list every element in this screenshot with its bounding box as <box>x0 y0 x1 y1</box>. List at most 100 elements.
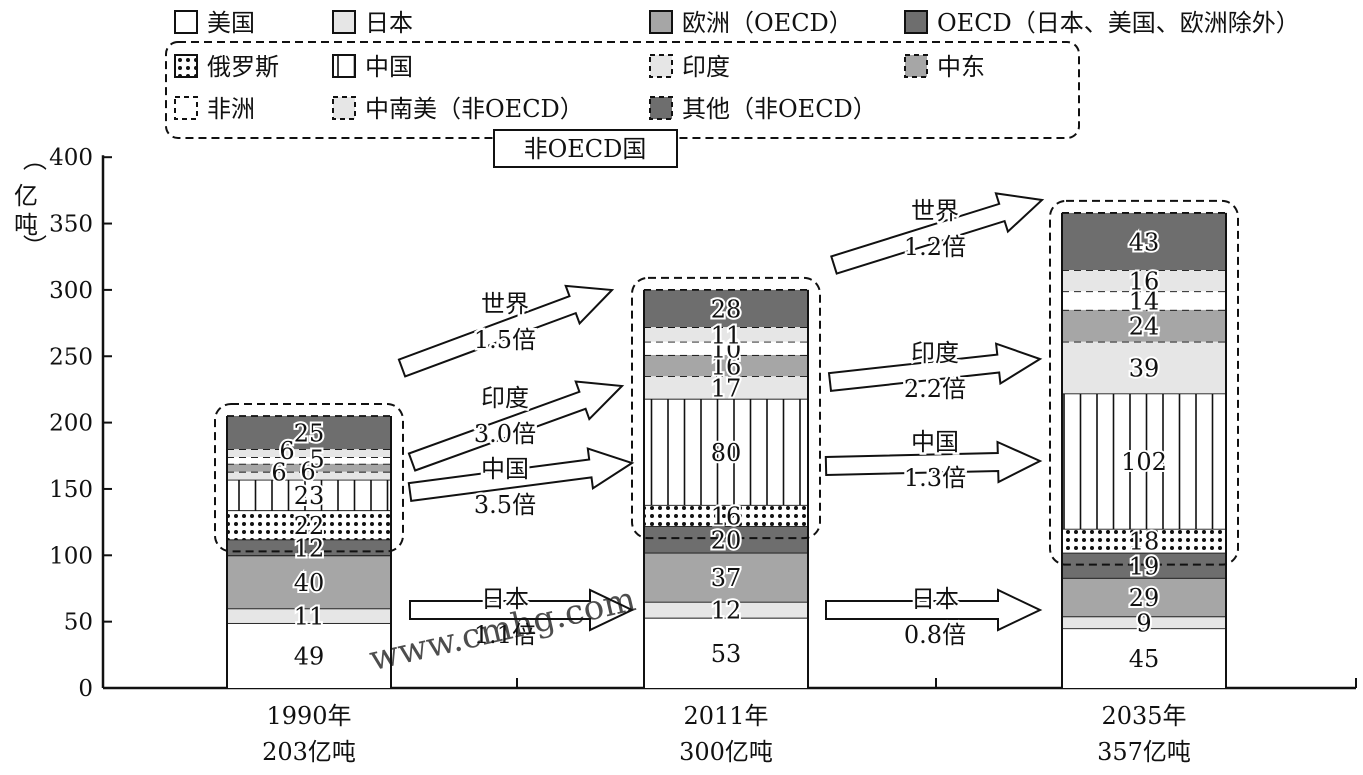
bar-segment <box>1062 269 1226 292</box>
growth-annotation-ratio: 2.2倍 <box>904 375 966 403</box>
growth-arrow <box>830 192 1045 275</box>
bar-value-label: 80 <box>711 439 742 467</box>
bar-segment <box>227 608 391 623</box>
bar-value-label: 49 <box>294 642 325 670</box>
bar-value-label: 19 <box>1129 552 1160 580</box>
y-tick-label: 300 <box>49 278 93 304</box>
growth-annotation-ratio: 3.0倍 <box>474 420 536 448</box>
growth-arrow <box>407 447 635 503</box>
legend-swatch <box>904 10 928 34</box>
legend-swatch <box>904 54 928 78</box>
growth-arrow <box>824 440 1043 484</box>
non-oecd-group-outline <box>1049 199 1239 566</box>
legend-swatch <box>332 10 356 34</box>
bar-segment <box>644 341 808 355</box>
bar-value-label: 17 <box>711 374 742 402</box>
y-tick-label: 200 <box>49 411 93 437</box>
growth-annotation-ratio: 1.1倍 <box>474 621 536 649</box>
bar-value-label: 11 <box>294 603 325 631</box>
legend-swatch <box>649 96 673 120</box>
legend-label: 日本 <box>365 9 413 37</box>
growth-annotation-label: 世界 <box>911 197 959 225</box>
growth-annotation-ratio: 0.8倍 <box>904 621 966 649</box>
bar-value-label: 24 <box>1129 313 1160 341</box>
bar-value-label: 18 <box>1129 528 1160 556</box>
y-axis-label: 吨 <box>14 211 38 239</box>
y-tick-label: 0 <box>78 676 93 702</box>
legend-label: 中南美（非OECD） <box>365 95 584 123</box>
bar-segment <box>644 504 808 527</box>
legend-group-label: 非OECD国 <box>524 135 647 163</box>
bar-value-label: 11 <box>711 321 742 349</box>
bar-segment <box>644 289 808 328</box>
legend-swatch <box>649 10 673 34</box>
bar-value-label: 28 <box>711 295 742 323</box>
bar-value-label: 22 <box>294 512 325 540</box>
y-axis-label: ） <box>20 234 48 258</box>
growth-arrow <box>825 588 1043 632</box>
bar-segment <box>227 510 391 540</box>
bar-segment <box>1062 616 1226 629</box>
legend-swatch <box>332 96 356 120</box>
y-tick-label: 50 <box>64 610 93 636</box>
bar-segment <box>1062 309 1226 342</box>
bar-value-label: 12 <box>294 534 325 562</box>
bar-segment <box>644 617 808 688</box>
growth-arrow <box>407 380 625 472</box>
growth-annotation-ratio: 1.5倍 <box>474 326 536 354</box>
bar-segment <box>227 449 391 458</box>
bar-segment <box>227 479 391 511</box>
bar-value-label: 5 <box>309 446 324 474</box>
bar-value-label: 20 <box>711 526 742 554</box>
legend-label: 印度 <box>682 53 730 81</box>
growth-annotation-label: 印度 <box>481 384 529 412</box>
bar-segment <box>227 415 391 450</box>
legend-swatch <box>649 54 673 78</box>
bar-segment <box>644 327 808 342</box>
legend-label: 俄罗斯 <box>207 53 279 81</box>
growth-annotation-label: 世界 <box>481 290 529 318</box>
y-tick-label: 350 <box>49 212 93 238</box>
bar-segment <box>644 552 808 602</box>
bar-value-label: 53 <box>711 640 742 668</box>
bar-segment <box>644 526 808 553</box>
x-category-label: 2035年 <box>1101 702 1186 730</box>
growth-annotation-label: 中国 <box>911 428 959 456</box>
growth-arrow <box>409 588 635 632</box>
non-oecd-group-outline <box>631 276 821 540</box>
bar-segment <box>227 457 391 464</box>
bar-segment <box>1062 528 1226 553</box>
bar-value-label: 16 <box>1129 268 1160 296</box>
bar-value-label: 45 <box>1129 645 1160 673</box>
bar-value-label: 10 <box>711 335 742 363</box>
x-category-label: 2011年 <box>683 702 768 730</box>
bar-value-label: 39 <box>1129 355 1160 383</box>
growth-annotation-label: 日本 <box>481 585 529 613</box>
bar-value-label: 102 <box>1121 448 1167 476</box>
growth-annotation-label: 中国 <box>481 455 529 483</box>
bar-segment <box>644 354 808 377</box>
x-category-total: 203亿吨 <box>262 738 356 766</box>
bar-value-label: 29 <box>1129 584 1160 612</box>
bar-value-label: 37 <box>711 564 742 592</box>
bar-segment <box>1062 291 1226 310</box>
growth-annotation-ratio: 1.3倍 <box>904 464 966 492</box>
legend-group-label-box <box>493 129 678 168</box>
legend-label: 中东 <box>937 53 985 81</box>
legend-swatch <box>174 10 198 34</box>
bar-value-label: 6 <box>279 437 294 465</box>
bar-segment <box>644 398 808 505</box>
non-oecd-group-outline <box>214 402 404 553</box>
bar-segment <box>1062 628 1226 688</box>
bar-segment <box>644 601 808 618</box>
bar-value-label: 14 <box>1129 288 1160 316</box>
bar-value-label: 16 <box>711 353 742 381</box>
legend-swatch <box>174 54 198 78</box>
growth-annotation-ratio: 1.2倍 <box>904 233 966 261</box>
bar-value-label: 23 <box>294 482 325 510</box>
legend-group-outline <box>165 41 1080 139</box>
legend-swatch <box>174 96 198 120</box>
y-tick-label: 400 <box>49 145 93 171</box>
growth-arrow <box>827 342 1043 393</box>
